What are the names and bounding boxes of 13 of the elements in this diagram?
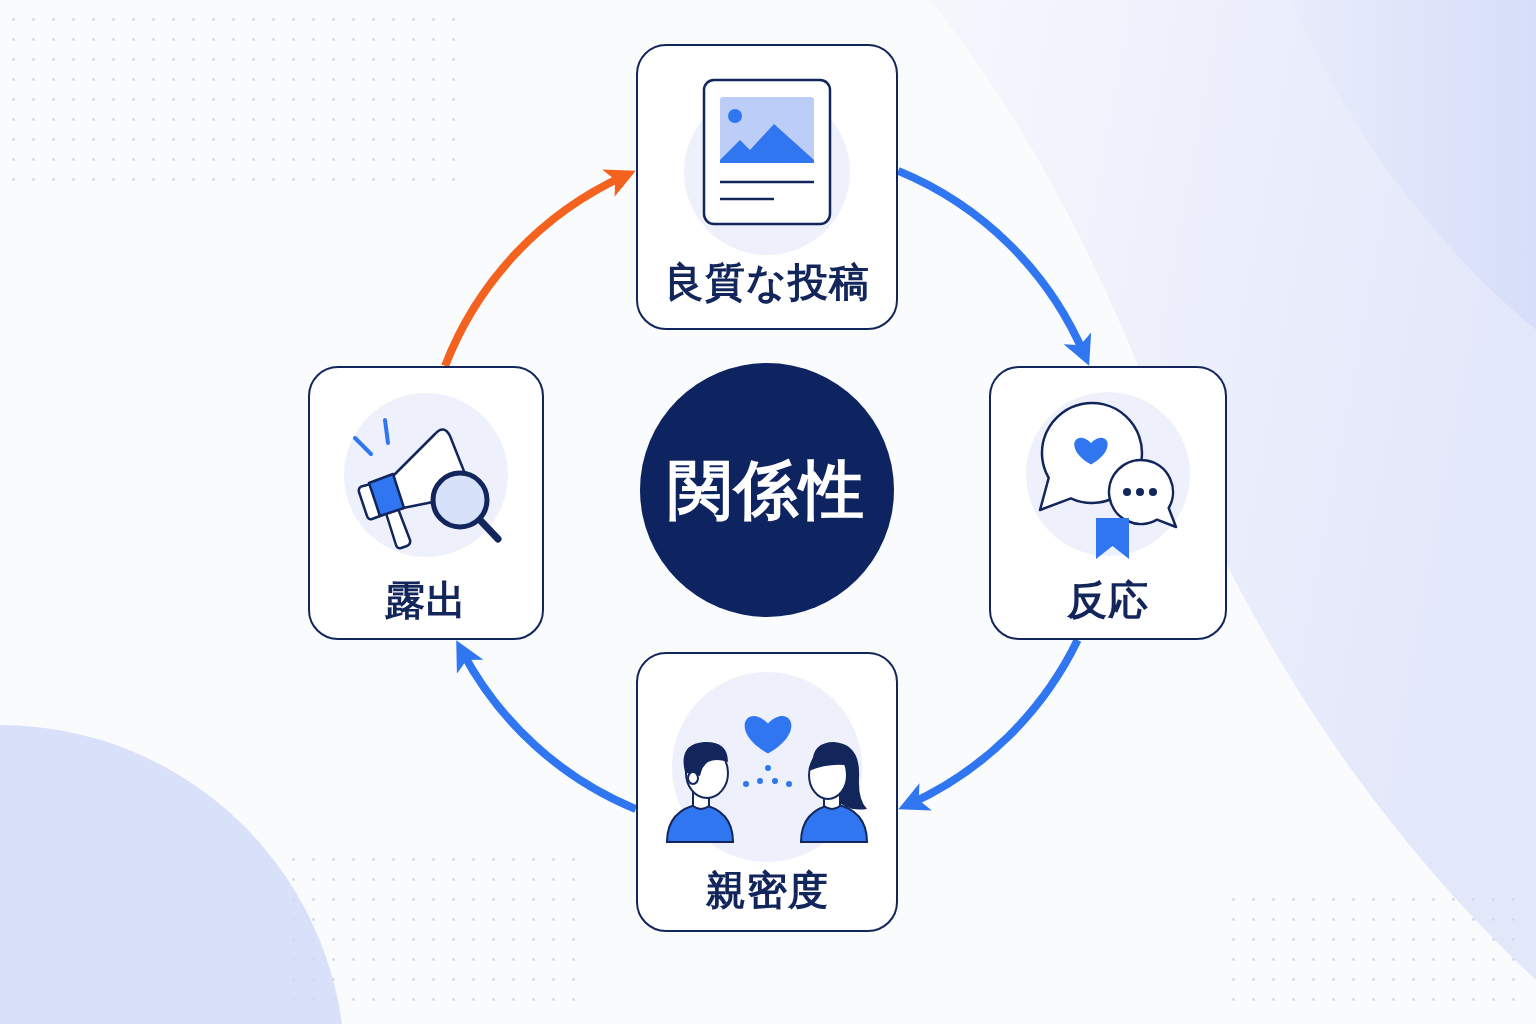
step-card [989,366,1227,640]
step-label: 反応 [1067,576,1149,624]
cycle-arrow [898,638,1082,810]
step-label: 親密度 [705,866,829,914]
step-card [636,44,898,330]
hub-label: 関係性 [668,452,866,528]
step-card [308,366,544,640]
cycle-arrow [455,640,638,813]
step-card [636,652,898,932]
step-label: 露出 [385,576,467,624]
step-label: 良質な投稿 [664,258,870,306]
cycle-arrow [441,170,636,368]
cycle-arrow [896,167,1090,366]
